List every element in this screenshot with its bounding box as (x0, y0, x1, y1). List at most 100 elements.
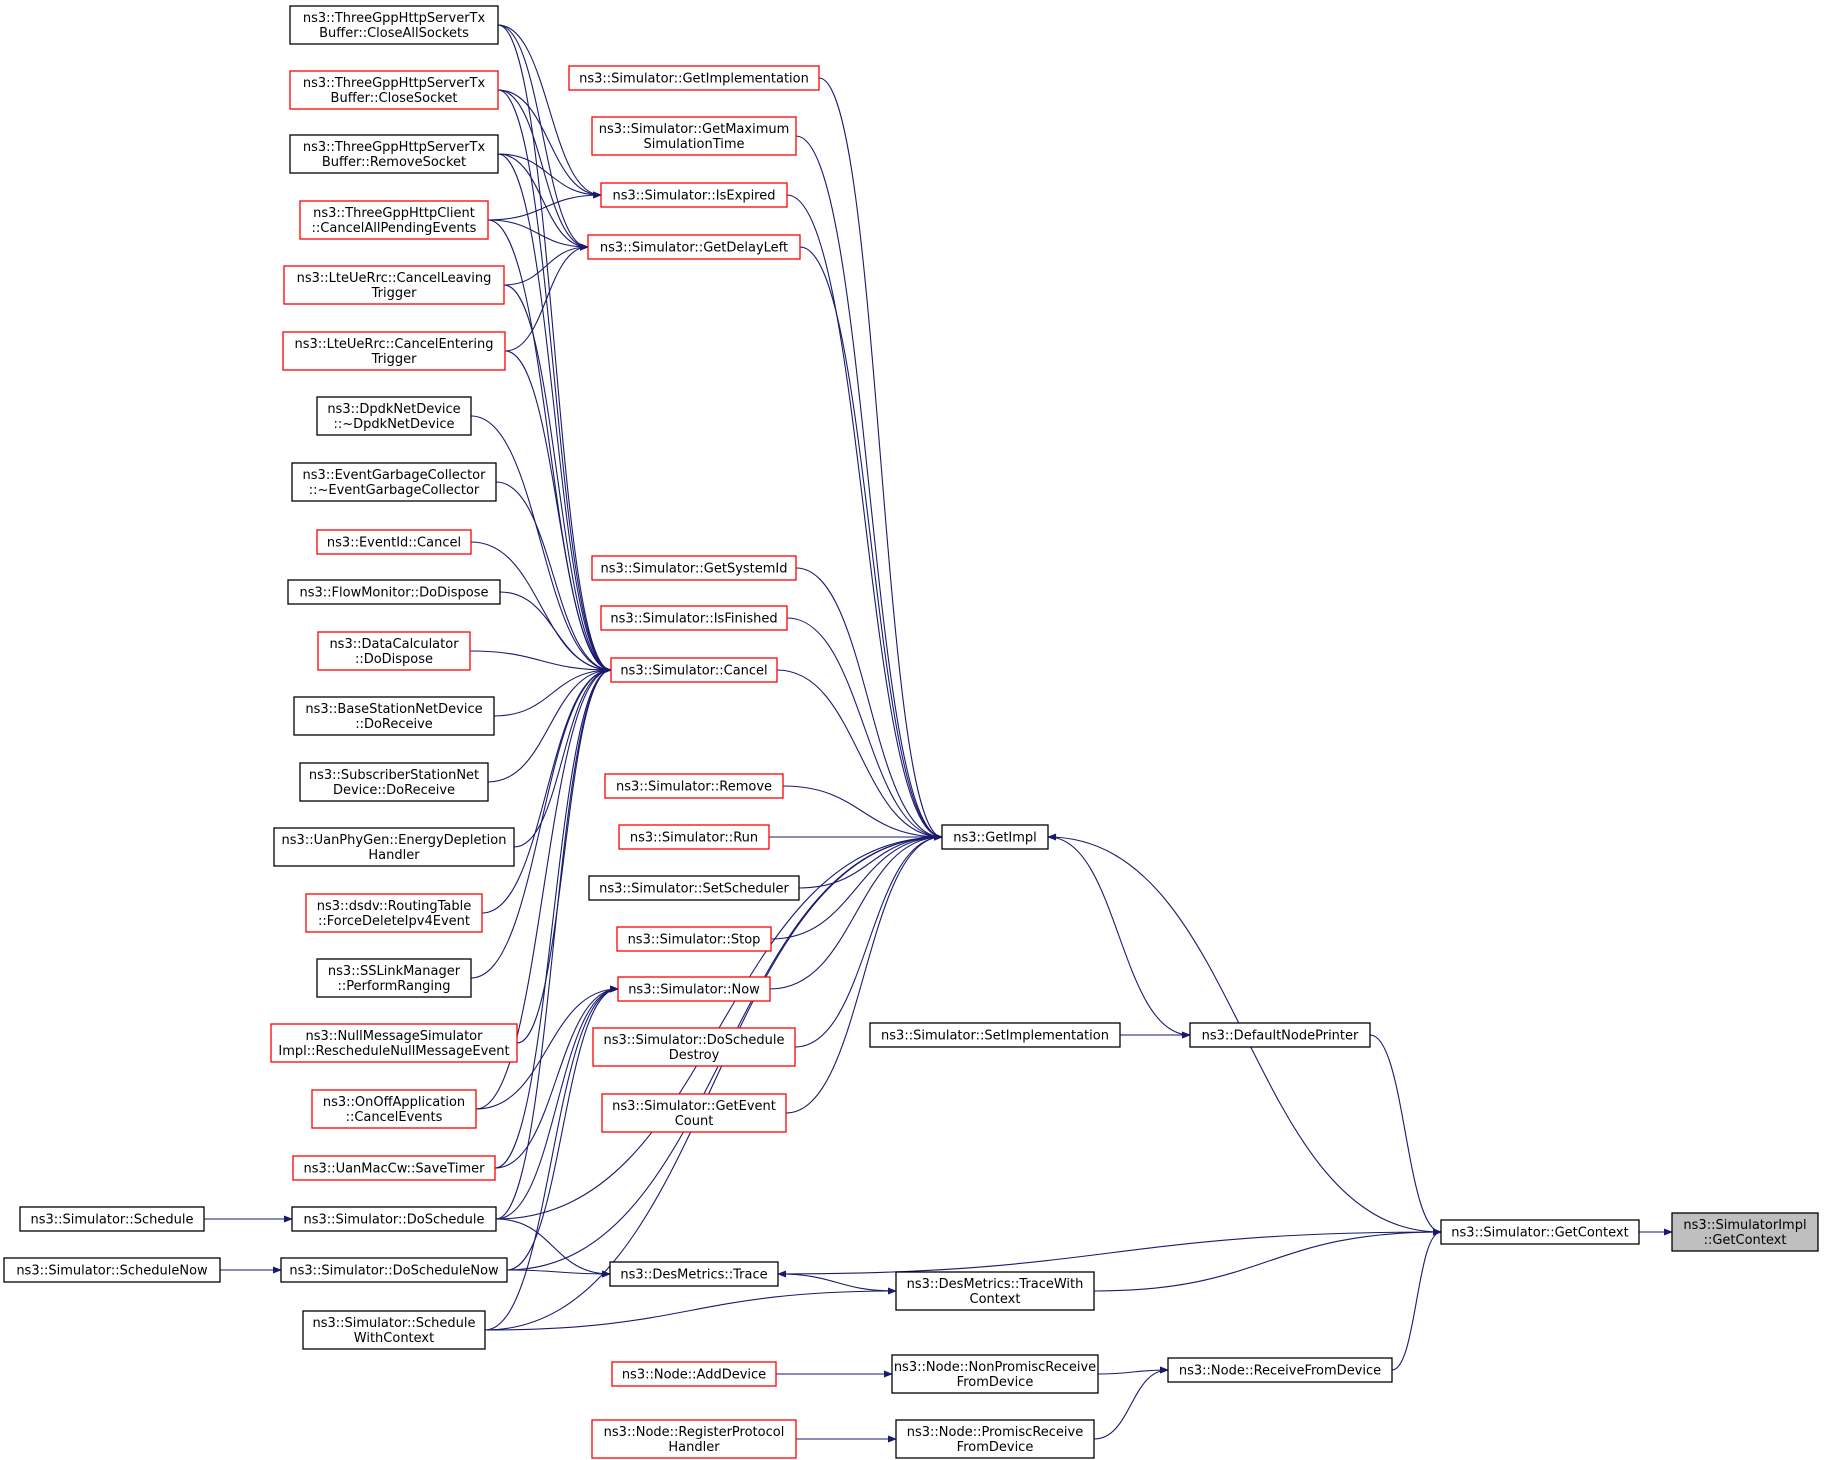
node-eventidcancel[interactable]: ns3::EventId::Cancel (316, 529, 472, 555)
edge-doschedule-to-cancel (495, 666, 612, 1220)
node-uanmaccw[interactable]: ns3::UanMacCw::SaveTimer (292, 1155, 496, 1181)
node-box (280, 1257, 508, 1283)
node-isexpired[interactable]: ns3::Simulator::IsExpired (600, 182, 788, 208)
node-addDevice[interactable]: ns3::Node::AddDevice (611, 1361, 777, 1387)
node-box (289, 70, 499, 110)
node-label: ::~DpdkNetDevice (334, 417, 455, 432)
node-label: Impl::RescheduleNullMessageEvent (278, 1044, 509, 1059)
node-label: Buffer::RemoveSocket (322, 155, 466, 170)
node-closeallsockets[interactable]: ns3::ThreeGppHttpServerTxBuffer::CloseAl… (289, 5, 499, 45)
node-label: ns3::Simulator::GetEvent (612, 1099, 776, 1114)
node-getimpl[interactable]: ns3::GetImpl (941, 824, 1049, 850)
node-box (316, 529, 472, 555)
edge-egc-to-cancel (495, 481, 612, 674)
node-datacalc[interactable]: ns3::DataCalculator::DoDispose (317, 631, 471, 671)
node-label: ns3::Simulator::GetSystemId (600, 562, 787, 577)
node-label: ns3::EventGarbageCollector (303, 468, 487, 483)
edge-sslink-to-cancel (470, 666, 612, 979)
node-box (283, 265, 505, 305)
node-sslink[interactable]: ns3::SSLinkManager::PerformRanging (316, 958, 472, 998)
edge-desmetricstrace-to-getcontext (777, 1228, 1442, 1275)
node-box (302, 1310, 486, 1350)
node-getsystemid[interactable]: ns3::Simulator::GetSystemId (591, 555, 797, 581)
edge-cancelleaving-to-cancel (503, 284, 612, 674)
node-dsdv[interactable]: ns3::dsdv::RoutingTable::ForceDeleteIpv4… (305, 893, 483, 933)
node-label: Trigger (371, 352, 417, 367)
node-label: ns3::Node::ReceiveFromDevice (1179, 1364, 1381, 1379)
node-schedulenow[interactable]: ns3::Simulator::ScheduleNow (3, 1257, 221, 1283)
node-box (1189, 1022, 1371, 1048)
node-box (610, 657, 778, 683)
node-dpdk[interactable]: ns3::DpdkNetDevice::~DpdkNetDevice (316, 396, 472, 436)
node-label: ns3::NullMessageSimulator (306, 1029, 484, 1044)
node-label: WithContext (354, 1331, 434, 1346)
edge-closeallsockets-to-cancel (497, 24, 612, 674)
node-label: ns3::Simulator::GetDelayLeft (600, 241, 788, 256)
node-ssnetdevice[interactable]: ns3::SubscriberStationNetDevice::DoRecei… (299, 762, 489, 802)
node-stop[interactable]: ns3::Simulator::Stop (616, 926, 772, 952)
edge-remove-to-getimpl (782, 785, 943, 841)
node-label: Handler (368, 848, 420, 863)
edge-doscheduledestroy-to-getimpl (794, 833, 943, 1048)
edge-setscheduler-to-getimpl (798, 833, 943, 889)
edge-schedulewithcontext-to-now (484, 985, 619, 1331)
node-label: ::ForceDeleteIpv4Event (318, 914, 470, 929)
node-egc[interactable]: ns3::EventGarbageCollector::~EventGarbag… (291, 462, 497, 502)
node-defaultnodeprinter[interactable]: ns3::DefaultNodePrinter (1189, 1022, 1371, 1048)
node-label: Destroy (669, 1048, 720, 1063)
node-label: ns3::dsdv::RoutingTable (317, 899, 472, 914)
node-run[interactable]: ns3::Simulator::Run (618, 824, 770, 850)
node-flowmonitor[interactable]: ns3::FlowMonitor::DoDispose (287, 579, 501, 605)
node-label: ::DoDispose (355, 652, 433, 667)
node-schedule[interactable]: ns3::Simulator::Schedule (19, 1206, 205, 1232)
node-setscheduler[interactable]: ns3::Simulator::SetScheduler (588, 875, 800, 901)
node-desmetricstrace[interactable]: ns3::DesMetrics::Trace (609, 1261, 779, 1287)
node-box (19, 1206, 205, 1232)
edge-schedulewithcontext-to-getimpl (484, 833, 943, 1331)
edge-cancelallpending-to-isexpired (487, 191, 602, 221)
edge-nullmsg-to-cancel (516, 666, 612, 1044)
node-label: Buffer::CloseAllSockets (319, 26, 469, 41)
node-remove[interactable]: ns3::Simulator::Remove (604, 773, 784, 799)
node-setimplementation[interactable]: ns3::Simulator::SetImplementation (869, 1022, 1121, 1048)
edge-bsnetdevice-to-cancel (493, 666, 612, 717)
node-box (601, 1093, 787, 1133)
node-cancelallpending[interactable]: ns3::ThreeGppHttpClient::CancelAllPendin… (299, 200, 489, 240)
node-nullmsg[interactable]: ns3::NullMessageSimulatorImpl::Reschedul… (270, 1023, 518, 1063)
node-getimplementation[interactable]: ns3::Simulator::GetImplementation (568, 65, 820, 91)
node-receivefromdevice[interactable]: ns3::Node::ReceiveFromDevice (1167, 1357, 1393, 1383)
edge-now-to-getimpl (769, 833, 943, 990)
node-closesocket[interactable]: ns3::ThreeGppHttpServerTxBuffer::CloseSo… (289, 70, 499, 110)
node-onoff[interactable]: ns3::OnOffApplication::CancelEvents (311, 1089, 477, 1129)
node-label: ns3::Simulator::GetContext (1451, 1226, 1628, 1241)
node-label: ns3::UanMacCw::SaveTimer (304, 1162, 486, 1177)
edge-ssnetdevice-to-cancel (487, 666, 612, 783)
node-simimplgetcontext[interactable]: ns3::SimulatorImpl::GetContext (1671, 1212, 1819, 1252)
node-getdelayleft[interactable]: ns3::Simulator::GetDelayLeft (587, 234, 801, 260)
node-label: ns3::Simulator::Schedule (312, 1316, 475, 1331)
node-now[interactable]: ns3::Simulator::Now (617, 976, 771, 1002)
node-bsnetdevice[interactable]: ns3::BaseStationNetDevice::DoReceive (293, 696, 495, 736)
node-label: ns3::Node::PromiscReceive (907, 1425, 1083, 1440)
node-isfinished[interactable]: ns3::Simulator::IsFinished (600, 605, 788, 631)
node-doschedulenow[interactable]: ns3::Simulator::DoScheduleNow (280, 1257, 508, 1283)
node-removesocket[interactable]: ns3::ThreeGppHttpServerTxBuffer::RemoveS… (289, 134, 499, 174)
node-box (316, 958, 472, 998)
node-getcontext[interactable]: ns3::Simulator::GetContext (1440, 1219, 1640, 1245)
edge-uanmaccw-to-cancel (494, 666, 612, 1169)
node-cancel[interactable]: ns3::Simulator::Cancel (610, 657, 778, 683)
node-box (869, 1022, 1121, 1048)
node-doschedule[interactable]: ns3::Simulator::DoSchedule (291, 1206, 497, 1232)
